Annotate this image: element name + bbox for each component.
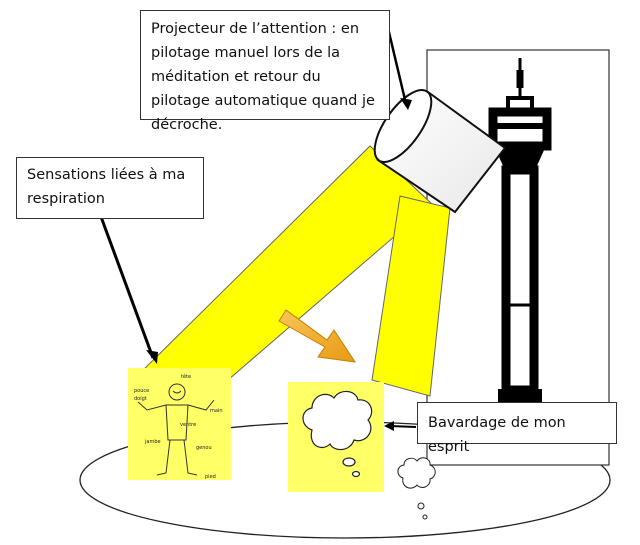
thought-cloud-icon [302,390,373,478]
bavardage-callout: Bavardage de mon esprit [417,402,617,455]
projector-callout-text: Projecteur de l’attention : en pilotage … [151,21,375,133]
projector-pointer [386,27,408,105]
body-sensations-note [128,368,231,480]
projector-pointer-head [400,98,412,110]
body-label-jambe: jambe [144,439,161,445]
bavardage-pointer [389,425,417,428]
body-label-pied: pied [205,474,216,480]
bavardage-pointer-head [384,421,394,431]
body-label-main: main [210,408,223,414]
sensations-callout: Sensations liées à ma respiration [16,157,204,219]
body-label-tete: tête [181,373,191,380]
body-figure-icon [137,383,215,476]
sensations-pointer [98,213,155,359]
shift-arrow-icon [278,309,357,363]
projector-callout: Projecteur de l’attention : en pilotage … [140,10,390,133]
sensations-callout-text: Sensations liées à ma respiration [27,167,186,207]
body-label-genou: genou [196,445,212,451]
small-thought-cloud-icon [397,457,436,520]
body-label-pouce: pouce [134,388,149,394]
tower-icon [488,58,552,403]
body-label-doigt: doigt [134,396,147,402]
bavardage-callout-text: Bavardage de mon esprit [428,415,566,455]
projector-icon [373,89,507,214]
sensations-pointer-head [146,350,158,364]
body-label-ventre: ventre [180,422,196,428]
